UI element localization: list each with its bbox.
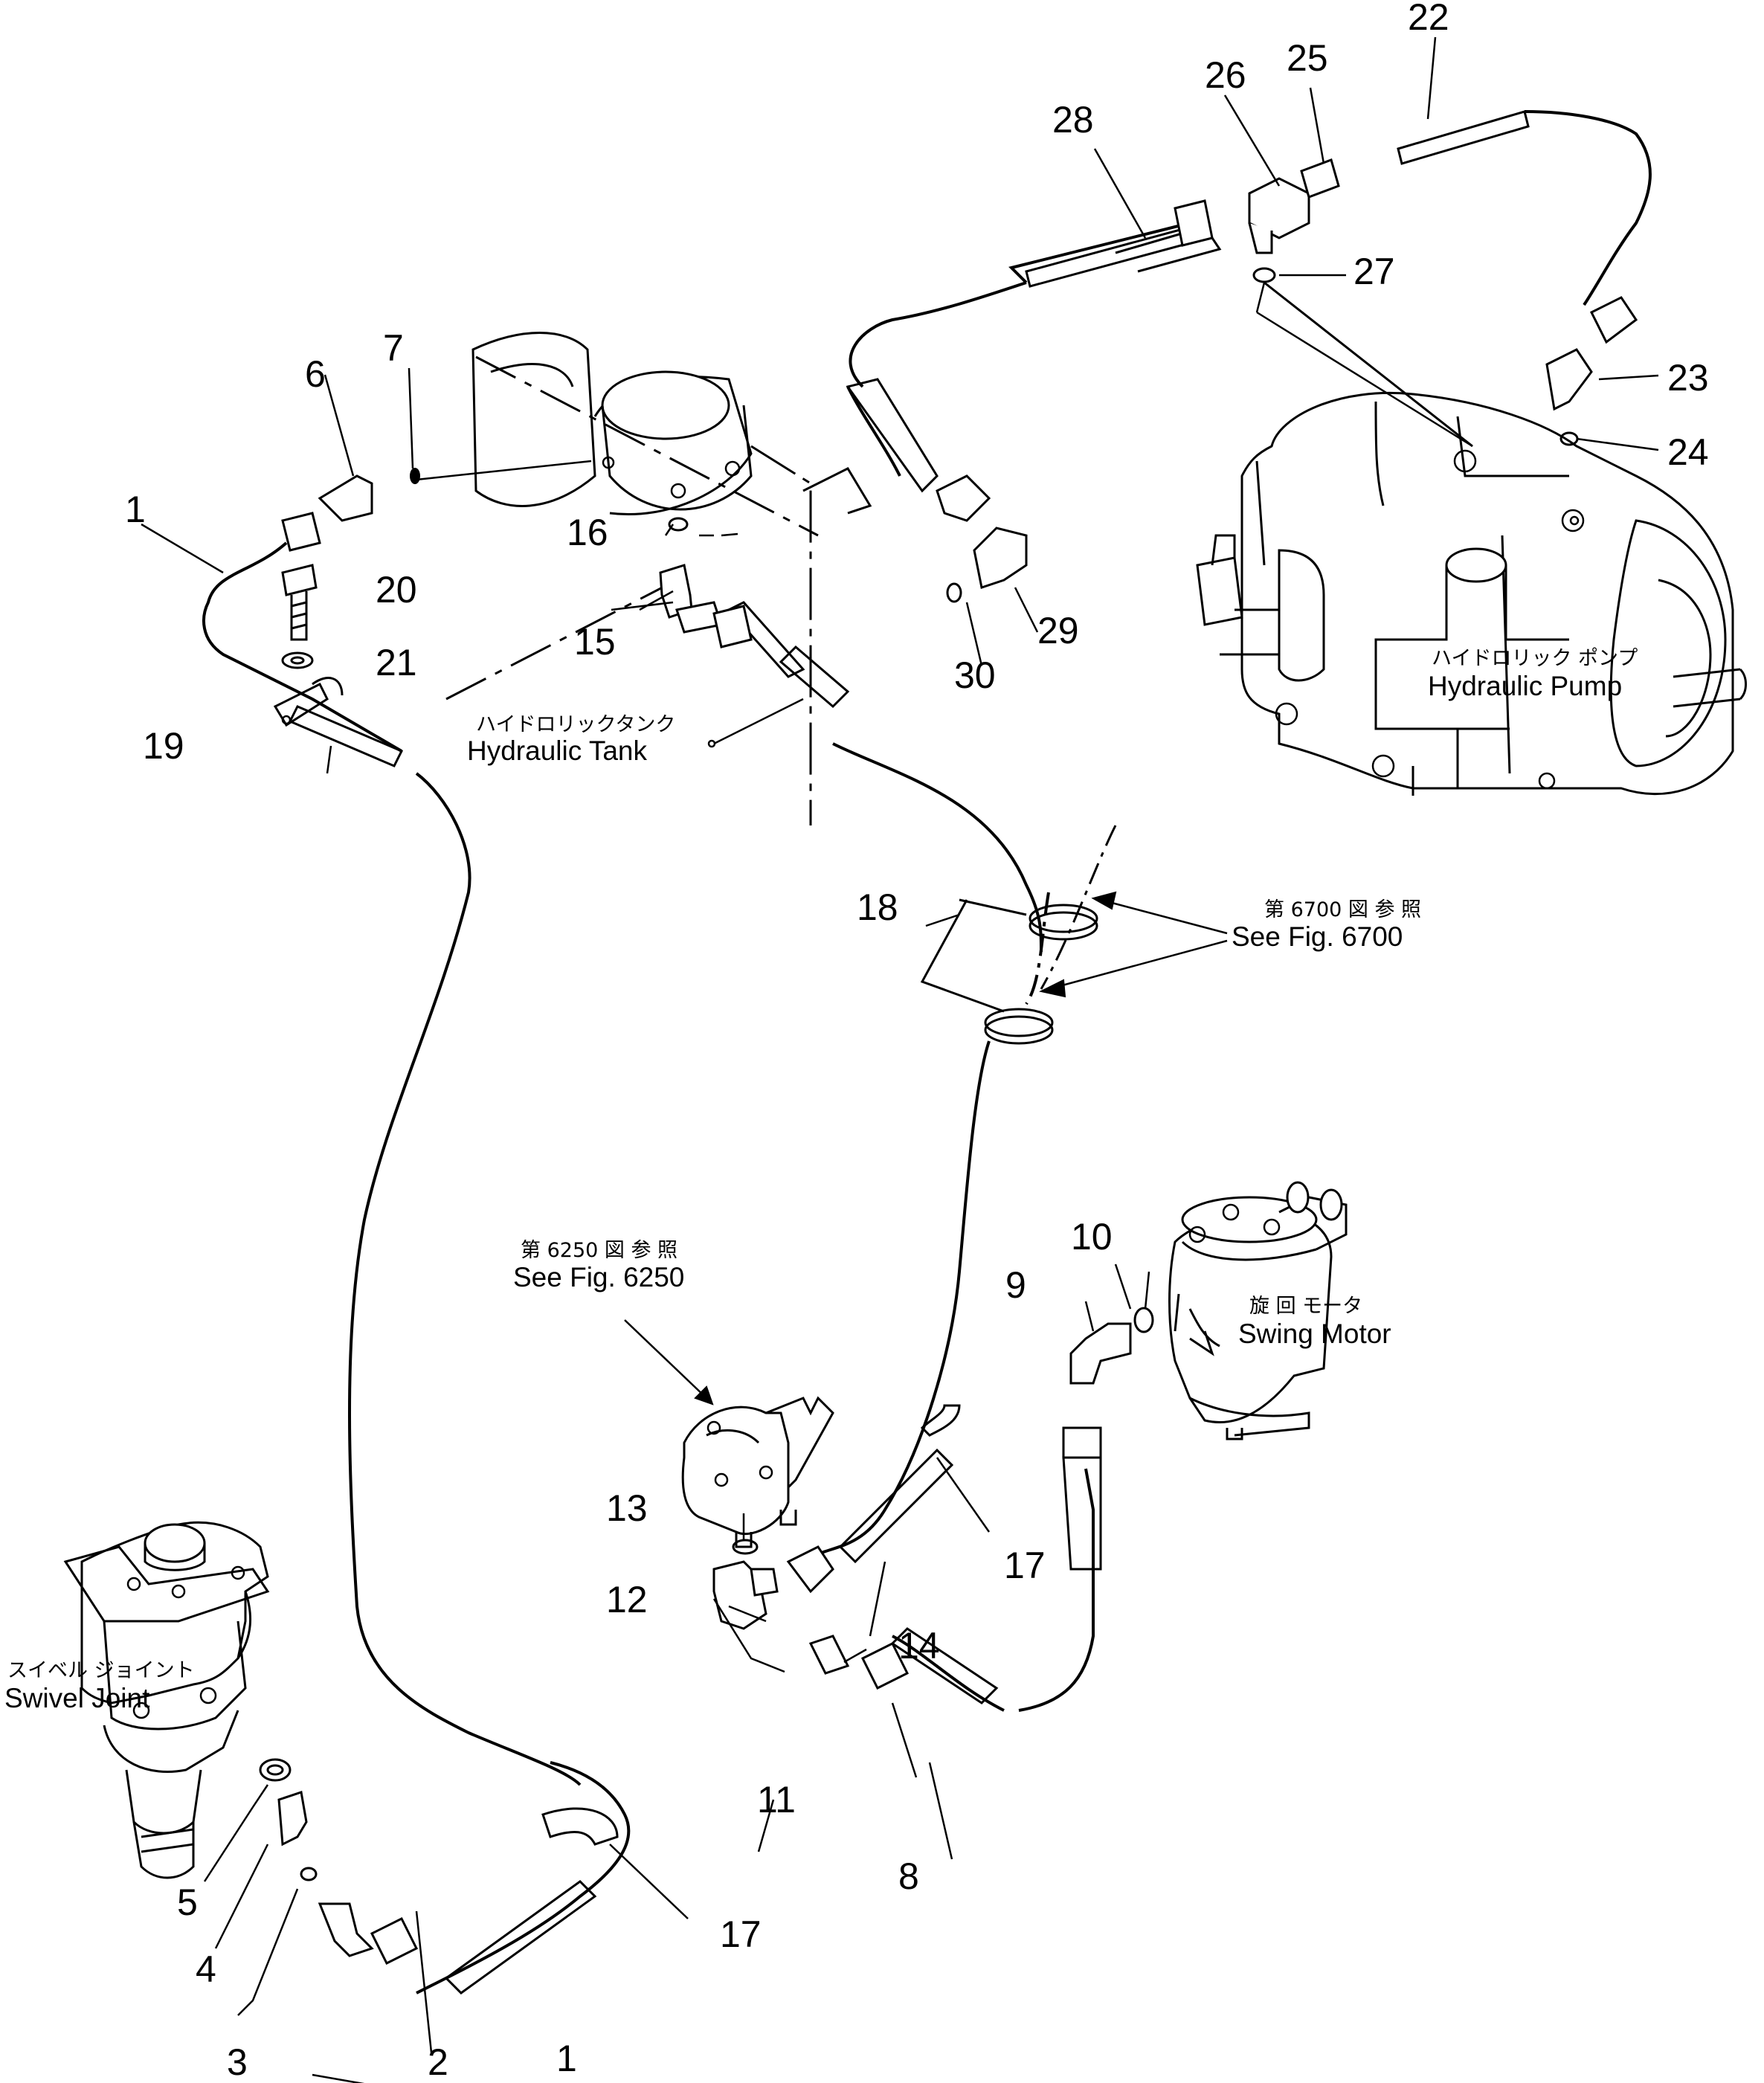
hose-1-long-run (348, 772, 582, 1786)
leader-lines (141, 36, 1659, 2083)
clamps (920, 825, 1117, 1045)
hydraulic-tank-label-en: Hydraulic Tank (467, 735, 647, 766)
hose-sleeves (288, 110, 1530, 1995)
swivel-joint-label-jp: スイベル ジョイント (7, 1659, 195, 1682)
hose-8-lower (892, 1635, 1005, 1712)
ref-fig6700-en: See Fig. 6700 (1232, 921, 1403, 952)
hydraulic-pump-label: ハイドロリック ポンプ Hydraulic Pump (1428, 647, 1638, 701)
callout-7: 7 (383, 327, 404, 369)
hose-1-lower (416, 1761, 631, 1995)
callout-3: 3 (227, 2041, 248, 2083)
callout-25: 25 (1287, 37, 1328, 79)
swivel-joint (63, 1521, 270, 1879)
callout-8: 8 (898, 1855, 919, 1897)
callout-12: 12 (606, 1579, 648, 1620)
hydraulic-tank (445, 332, 872, 825)
reference-arrows (624, 891, 1228, 1406)
callout-5: 5 (177, 1881, 198, 1923)
callout-29: 29 (1037, 610, 1079, 651)
swivel-joint-label-en: Swivel Joint (4, 1683, 150, 1713)
reference-fig6700: 第 6700 図 参 照 See Fig. 6700 (1232, 898, 1421, 952)
reference-fig6250: 第 6250 図 参 照 See Fig. 6250 (513, 1239, 684, 1292)
callout-23: 23 (1667, 357, 1709, 399)
swing-motor (1168, 1181, 1348, 1440)
callout-21: 21 (376, 642, 417, 683)
hydraulic-tank-label: ハイドロリックタンク Hydraulic Tank (467, 698, 804, 766)
callout-17-lower: 17 (720, 1913, 762, 1955)
callout-20: 20 (376, 569, 417, 611)
callout-numbers: 1 1 2 3 4 5 6 7 8 9 10 11 12 13 14 15 16… (125, 0, 1709, 2083)
ref-fig6250-en: See Fig. 6250 (513, 1262, 684, 1292)
callout-18: 18 (857, 886, 898, 928)
callout-22: 22 (1408, 0, 1449, 38)
hose-1-upper (202, 541, 403, 753)
hose-lines (202, 110, 1652, 1995)
valve-block (681, 1396, 834, 1548)
callout-6: 6 (305, 353, 326, 395)
callout-1-upper: 1 (125, 489, 146, 530)
callout-17-right: 17 (1004, 1545, 1046, 1586)
hose-14-lower (817, 1040, 991, 1556)
callout-9: 9 (1005, 1264, 1026, 1306)
fittings (259, 158, 1638, 1966)
hose-28-down (846, 386, 901, 477)
callout-24: 24 (1667, 431, 1709, 473)
callout-26: 26 (1205, 54, 1246, 96)
ref-fig6250-jp: 第 6250 図 参 照 (521, 1239, 677, 1262)
hose-8-vertical (1018, 1468, 1095, 1712)
callout-4: 4 (196, 1948, 216, 1990)
hydraulic-pump-label-en: Hydraulic Pump (1428, 671, 1622, 701)
hydraulic-tank-label-jp: ハイドロリックタンク (476, 713, 675, 736)
hose-22-run (1524, 110, 1652, 306)
swing-motor-label: 旋 回 モータ Swing Motor (1238, 1295, 1391, 1349)
callout-27: 27 (1353, 251, 1395, 292)
swing-motor-label-en: Swing Motor (1238, 1319, 1391, 1349)
swing-motor-label-jp: 旋 回 モータ (1249, 1295, 1362, 1318)
hydraulic-pump-label-jp: ハイドロリック ポンプ (1432, 647, 1638, 670)
swivel-joint-label: スイベル ジョイント Swivel Joint (4, 1659, 195, 1713)
hose-14-upper (832, 742, 1043, 953)
hydraulic-pump (1196, 281, 1747, 796)
callout-28: 28 (1052, 99, 1094, 141)
hose-28-link (1008, 222, 1191, 284)
callout-30: 30 (954, 654, 996, 696)
callout-14: 14 (898, 1625, 940, 1667)
ref-fig6700-jp: 第 6700 図 参 照 (1264, 898, 1421, 921)
callout-10: 10 (1071, 1216, 1113, 1258)
callout-16: 16 (567, 512, 608, 553)
callout-11: 11 (757, 1779, 796, 1820)
callout-13: 13 (606, 1487, 648, 1529)
callout-15: 15 (574, 621, 616, 663)
callout-1-lower: 1 (556, 2038, 577, 2079)
callout-19: 19 (143, 725, 184, 767)
hose-28-run (849, 281, 1027, 388)
callout-2: 2 (428, 2041, 448, 2083)
